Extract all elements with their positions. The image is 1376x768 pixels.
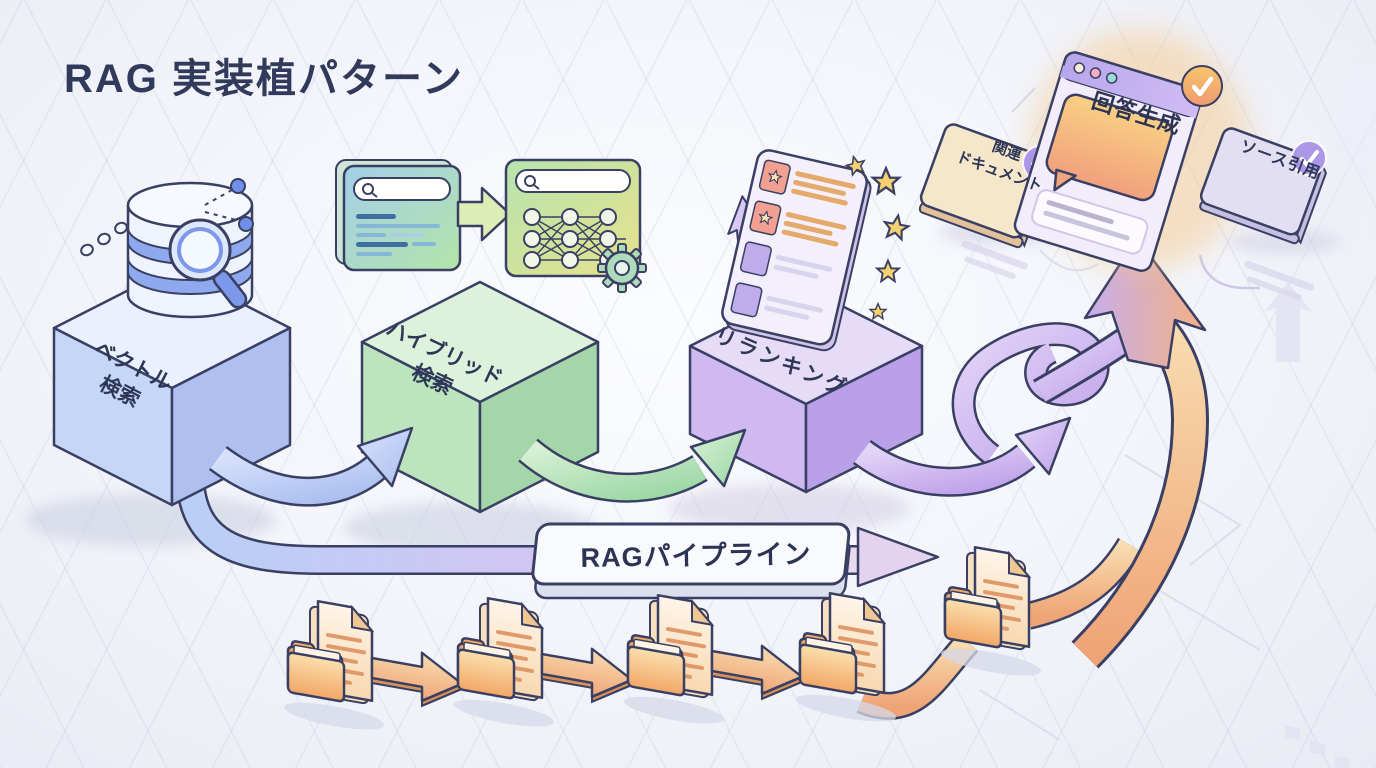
hybrid-search-cube bbox=[360, 280, 600, 514]
database-icon bbox=[80, 178, 254, 319]
pipeline-arrow bbox=[175, 476, 940, 588]
document-folder-icon bbox=[452, 591, 556, 734]
speech-bubble-icon bbox=[1045, 93, 1174, 202]
diagram-title: RAG 実装植パターン bbox=[64, 57, 464, 101]
pipeline-arrowhead bbox=[856, 526, 940, 588]
answer-generation-card bbox=[1013, 51, 1203, 272]
flow-arrow-icon bbox=[710, 635, 804, 708]
between-cards-arrow-icon bbox=[456, 186, 512, 242]
magnifier-icon bbox=[168, 218, 248, 309]
document-folder-icon bbox=[282, 594, 386, 737]
card-reflection-lines bbox=[1244, 260, 1314, 301]
check-icon bbox=[1181, 65, 1223, 107]
card-reflection-lines bbox=[961, 240, 1028, 279]
blue-flow-arrow bbox=[208, 426, 414, 507]
check-icon bbox=[1290, 139, 1328, 177]
main-flow-arrowhead bbox=[1083, 236, 1207, 370]
main-flow-arrow bbox=[1033, 236, 1210, 669]
background-ghost-shapes bbox=[961, 57, 1376, 768]
flow-arrow-icon bbox=[540, 638, 634, 711]
ranked-list-icon bbox=[721, 149, 912, 352]
search-card-icon bbox=[335, 158, 647, 293]
flow-arrow-icon bbox=[370, 642, 464, 715]
green-flow-arrow bbox=[518, 428, 747, 503]
document-folder-icon bbox=[622, 588, 726, 731]
purple-flow-arrow bbox=[852, 416, 1072, 497]
source-citation-card bbox=[1199, 127, 1328, 245]
pipeline-banner bbox=[531, 522, 851, 600]
gear-icon bbox=[597, 243, 647, 293]
document-folder-icon bbox=[939, 540, 1043, 683]
ghost-up-arrow-icon bbox=[1264, 282, 1312, 362]
